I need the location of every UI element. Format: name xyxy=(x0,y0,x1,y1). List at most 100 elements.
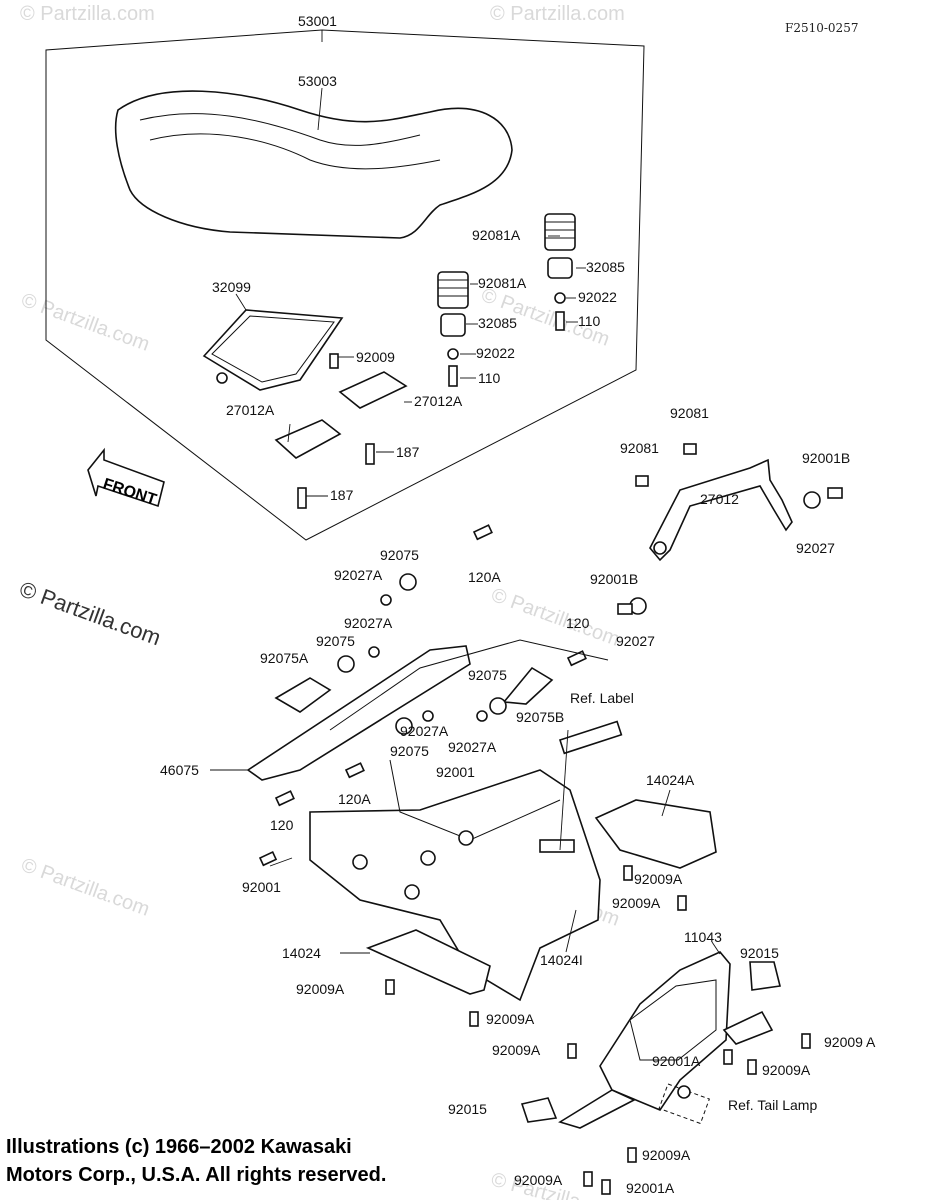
bracket-27012A-right xyxy=(338,371,408,409)
label-92075: 92075 xyxy=(380,547,419,563)
grommet-92027-right xyxy=(803,491,821,509)
figure-code: F2510-0257 xyxy=(785,21,858,35)
ref-label-plate xyxy=(558,720,623,755)
label-92075A: 92075A xyxy=(260,650,309,666)
seat-assembly-group xyxy=(45,29,645,541)
label-92027A: 92027A xyxy=(448,739,497,755)
label-92009A: 92009 A xyxy=(824,1034,876,1050)
leader-lines xyxy=(210,235,721,955)
screw-92001A-1 xyxy=(723,1049,733,1065)
screw-187-lower xyxy=(297,487,307,509)
label-92022: 92022 xyxy=(578,289,617,305)
label-92001: 92001 xyxy=(436,764,475,780)
screw-92001A-2 xyxy=(601,1179,611,1195)
label-92009A: 92009A xyxy=(486,1011,535,1027)
label-92009A: 92009A xyxy=(492,1042,541,1058)
label-14024A: 14024A xyxy=(646,772,695,788)
label-92015: 92015 xyxy=(448,1101,487,1117)
watermark: © Partzilla.com xyxy=(18,289,152,356)
bracket-27012 xyxy=(617,443,843,615)
label-92027A: 92027A xyxy=(344,615,393,631)
label-110: 110 xyxy=(478,370,501,386)
bolt-92001B-left xyxy=(617,603,633,615)
screw-92009A-5 xyxy=(567,1043,577,1059)
label-46075: 46075 xyxy=(160,762,199,778)
label-92009A: 92009A xyxy=(296,981,345,997)
screw-92009A-6 xyxy=(801,1033,811,1049)
screw-187-upper xyxy=(365,443,375,465)
label-92075: 92075 xyxy=(390,743,429,759)
label-27012A: 27012A xyxy=(226,402,275,418)
label-92009A: 92009A xyxy=(612,895,661,911)
spring-92081-lower xyxy=(635,475,649,487)
watermark: © Partzilla.com xyxy=(18,854,152,921)
spring-92081A-lower xyxy=(437,271,469,387)
screw-92009A-7 xyxy=(747,1059,757,1075)
label-32085: 32085 xyxy=(478,315,517,331)
plate-14024A xyxy=(594,799,717,869)
label-32085: 32085 xyxy=(586,259,625,275)
label-92075: 92075 xyxy=(316,633,355,649)
copyright-line-1: Illustrations (c) 1966–2002 Kawasaki xyxy=(6,1136,352,1158)
rubber-92075A xyxy=(274,677,332,713)
label-92009A: 92009A xyxy=(642,1147,691,1163)
screw-92009A-1 xyxy=(623,865,633,881)
front-arrow-icon: FRONT xyxy=(87,447,165,509)
screw-92009A-9 xyxy=(583,1171,593,1187)
label-11043: 11043 xyxy=(684,929,722,945)
screw-92009A-8 xyxy=(627,1147,637,1163)
spring-92081-upper xyxy=(683,443,697,455)
nut-92015-right xyxy=(749,961,781,991)
label-92009: 92009 xyxy=(356,349,395,365)
collar-92075-mid xyxy=(337,655,355,673)
label-27012: 27012 xyxy=(700,491,739,507)
label-187: 187 xyxy=(396,444,420,460)
nut-92015-left xyxy=(520,1097,558,1123)
label-92001: 92001 xyxy=(242,879,281,895)
rear-cover xyxy=(309,720,623,1002)
label-92009A: 92009A xyxy=(634,871,683,887)
label-92081A: 92081A xyxy=(478,275,527,291)
label-92081: 92081 xyxy=(670,405,709,421)
watermark: © Partzilla.com xyxy=(490,3,625,25)
label-120A: 120A xyxy=(468,569,501,585)
label-92015: 92015 xyxy=(740,945,779,961)
label-14024: 14024 xyxy=(282,945,321,961)
watermark-dark: © Partzilla.com xyxy=(16,576,164,650)
label-92027: 92027 xyxy=(616,633,655,649)
label-14024I: 14024I xyxy=(540,952,583,968)
plate-14024 xyxy=(365,929,491,995)
label-187: 187 xyxy=(330,487,354,503)
bolt-92001-left xyxy=(258,851,278,867)
label-92001A: 92001A xyxy=(652,1053,701,1069)
bolt-120A-top xyxy=(472,524,493,541)
tray-32099 xyxy=(202,309,344,391)
label-92081: 92081 xyxy=(620,440,659,456)
label-92001B: 92001B xyxy=(590,571,638,587)
ref-tail-lamp: Ref. Tail Lamp xyxy=(728,1097,817,1113)
seat-53003 xyxy=(114,90,513,239)
label-92027A: 92027A xyxy=(400,723,449,739)
copyright-line-2: Motors Corp., U.S.A. All rights reserved… xyxy=(6,1164,387,1186)
watermark: © Partzilla.com xyxy=(488,584,622,651)
label-32099: 32099 xyxy=(212,279,251,295)
label-92075B: 92075B xyxy=(516,709,564,725)
watermark: © Partzilla.com xyxy=(20,3,155,25)
label-27012A: 27012A xyxy=(414,393,463,409)
screw-92009 xyxy=(329,353,339,369)
bolt-120A-bottom xyxy=(344,762,365,779)
label-92081A: 92081A xyxy=(472,227,521,243)
label-92022: 92022 xyxy=(476,345,515,361)
collar-92075-top xyxy=(399,573,417,591)
bolt-92001B-right xyxy=(827,487,843,499)
screw-92009A-2 xyxy=(677,895,687,911)
part-labels: 53001 53003 32099 92081A 32085 92022 110… xyxy=(160,13,876,1196)
screw-92009A-4 xyxy=(469,1011,479,1027)
label-92075: 92075 xyxy=(468,667,507,683)
label-53003: 53003 xyxy=(298,73,337,89)
grab-rail-46075 xyxy=(246,524,609,867)
label-110: 110 xyxy=(578,313,601,329)
label-slot xyxy=(539,839,575,853)
label-120: 120 xyxy=(566,615,590,631)
bracket-11043 xyxy=(520,951,811,1195)
